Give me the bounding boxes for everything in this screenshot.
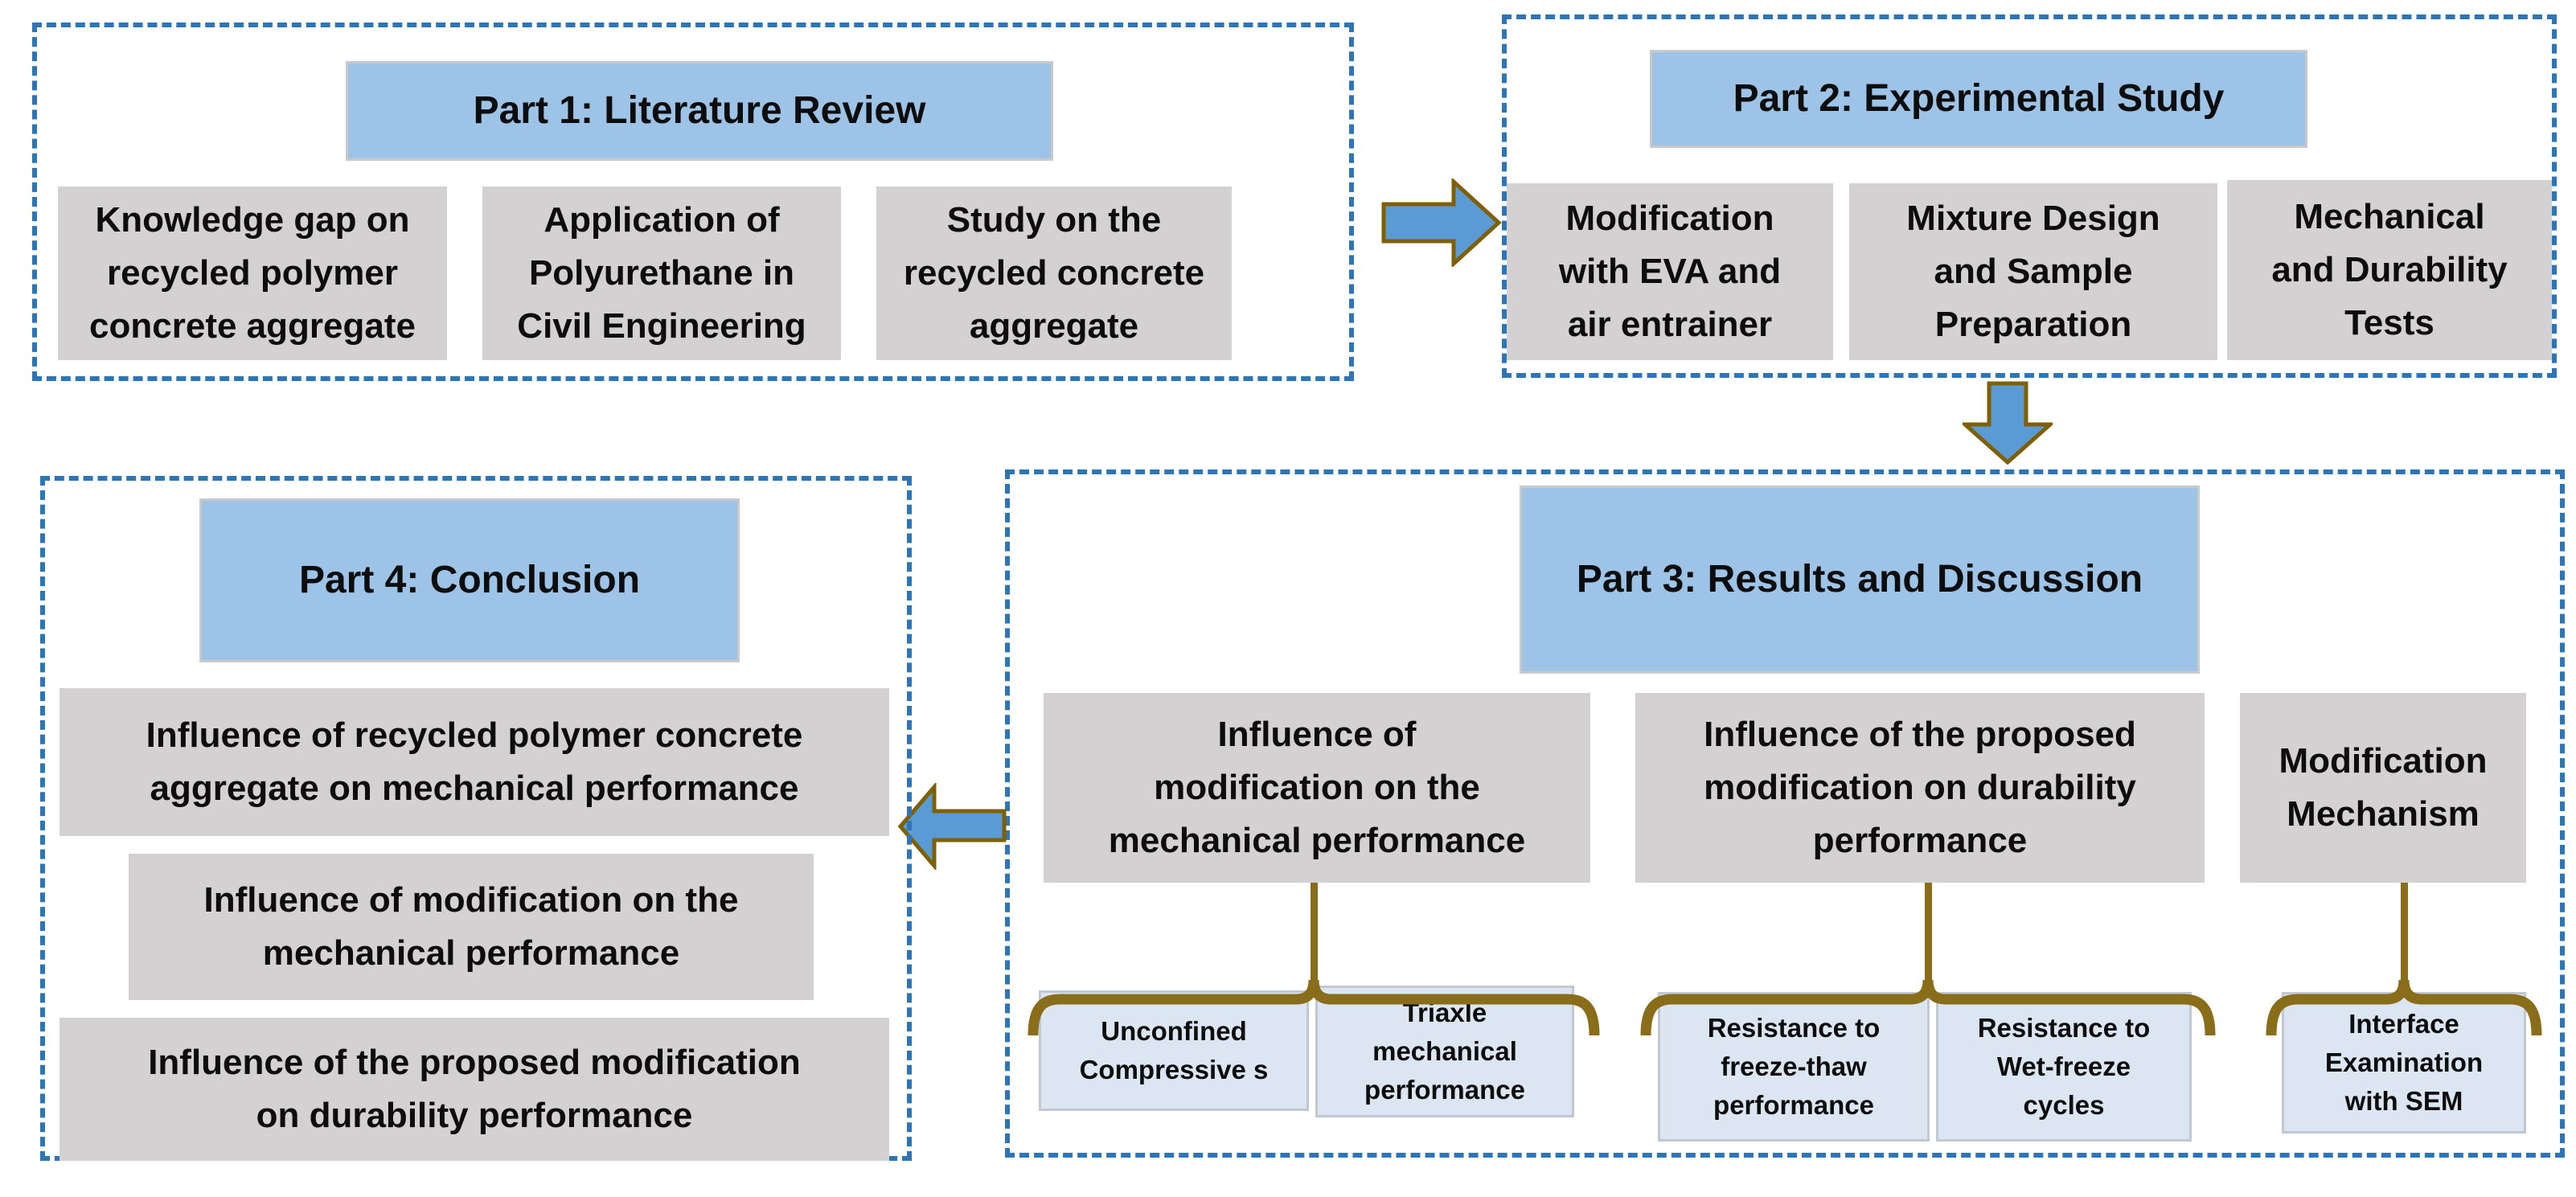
brace-connector-icon-2: [1640, 979, 2216, 1036]
part1-title: Part 1: Literature Review: [473, 89, 926, 133]
part2-box-modification-eva: Modification with EVA and air entrainer: [1507, 183, 1833, 360]
part3-box-modification-mechanical: Influence of modification on the mechani…: [1044, 693, 1590, 883]
part3-subbox-unconfined-compressive: Unconfined Compressive s: [1039, 990, 1309, 1111]
part3-header: Part 3: Results and Discussion: [1520, 486, 2200, 674]
part4-box-recycled-aggregate-influence: Influence of recycled polymer concrete a…: [59, 688, 889, 836]
connector-stem-3: [2401, 883, 2408, 981]
part3-box-modification-durability: Influence of the proposed modification o…: [1635, 693, 2205, 883]
brace-connector-icon-1: [1028, 979, 1600, 1036]
part2-box-mixture-design: Mixture Design and Sample Preparation: [1849, 183, 2217, 360]
part2-title: Part 2: Experimental Study: [1733, 77, 2225, 121]
part2-box-mechanical-durability-tests: Mechanical and Durability Tests: [2227, 180, 2552, 360]
part1-box-polyurethane-application: Application of Polyurethane in Civil Eng…: [482, 187, 841, 360]
part4-box-modification-mechanical: Influence of modification on the mechani…: [129, 854, 814, 1000]
part1-container: [32, 23, 1354, 381]
right-arrow-icon: [1381, 178, 1502, 267]
part3-box-modification-mechanism: Modification Mechanism: [2240, 693, 2526, 883]
part4-header: Part 4: Conclusion: [199, 498, 740, 662]
part1-header: Part 1: Literature Review: [346, 61, 1053, 161]
connector-stem-2: [1925, 883, 1932, 981]
left-arrow-icon: [897, 783, 1007, 870]
part4-box-modification-durability: Influence of the proposed modification o…: [59, 1018, 889, 1161]
down-arrow-icon: [1963, 381, 2053, 465]
part2-header: Part 2: Experimental Study: [1650, 50, 2307, 148]
part1-box-recycled-aggregate-study: Study on the recycled concrete aggregate: [876, 187, 1232, 360]
brace-connector-icon-3: [2266, 979, 2542, 1036]
connector-stem-1: [1311, 883, 1318, 981]
part1-box-knowledge-gap: Knowledge gap on recycled polymer concre…: [58, 187, 447, 360]
part3-subbox-wet-freeze: Resistance to Wet-freeze cycles: [1936, 992, 2192, 1142]
part3-title: Part 3: Results and Discussion: [1576, 558, 2143, 601]
part3-subbox-triaxle-mechanical: Triaxle mechanical performance: [1315, 986, 1574, 1117]
part4-title: Part 4: Conclusion: [298, 559, 641, 602]
part3-container: [1005, 469, 2565, 1158]
part3-subbox-freeze-thaw: Resistance to freeze-thaw performance: [1658, 992, 1930, 1142]
part2-container: [1502, 14, 2557, 378]
part3-subbox-sem-examination: Interface Examination with SEM: [2282, 992, 2526, 1133]
